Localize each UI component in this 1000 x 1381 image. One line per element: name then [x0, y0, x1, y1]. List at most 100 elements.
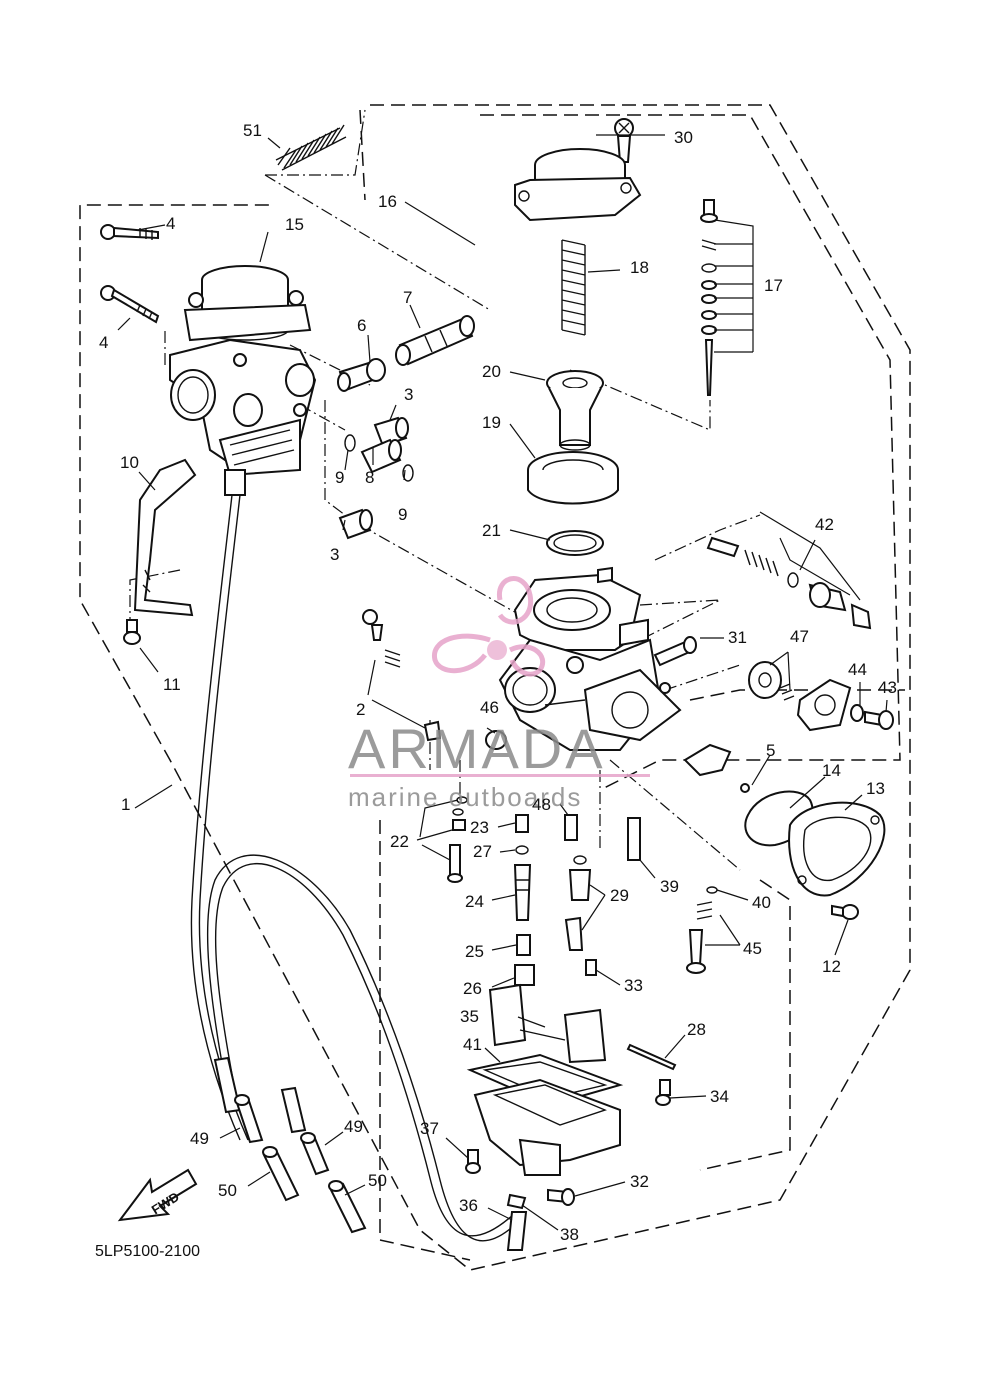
label-part-37: 37 — [420, 1119, 439, 1138]
label-part-47: 47 — [790, 627, 809, 646]
part-25-main-jet — [516, 934, 531, 956]
part-46-nut — [485, 730, 507, 750]
label-part-20: 20 — [482, 362, 501, 381]
part-36-hose — [506, 1211, 528, 1251]
part-51-spring — [275, 124, 347, 171]
label-part-18: 18 — [630, 258, 649, 277]
fwd-arrow: FWD — [117, 1168, 198, 1222]
part-29-float-valve — [564, 855, 592, 951]
watermark-pink-dot — [487, 640, 507, 660]
part-49-fitting-right — [300, 1132, 330, 1176]
label-part-46: 46 — [480, 698, 499, 717]
part-labels: 51 16 4 15 4 7 6 3 9 8 9 10 3 11 2 1 30 … — [99, 121, 897, 1244]
label-part-3-upper: 3 — [404, 385, 413, 404]
part-38-clip — [506, 1193, 527, 1210]
part-15-carburetor-assembly — [169, 265, 317, 496]
part-9-o-rings — [344, 434, 414, 482]
label-part-4-upper: 4 — [166, 214, 175, 233]
label-part-50-right: 50 — [368, 1171, 387, 1190]
part-10-bracket — [133, 458, 197, 617]
label-part-28: 28 — [687, 1020, 706, 1039]
float-bowl — [473, 1078, 621, 1176]
watermark-brand: ARMADA — [348, 717, 606, 780]
part-12-screw — [831, 904, 859, 920]
label-part-38: 38 — [560, 1225, 579, 1244]
label-part-40: 40 — [752, 893, 771, 912]
label-part-25: 25 — [465, 942, 484, 961]
label-part-44: 44 — [848, 660, 867, 679]
part-30-screw — [614, 118, 634, 163]
part-19-diaphragm — [527, 451, 619, 505]
part-37-screw — [465, 1149, 481, 1174]
label-part-10: 10 — [120, 453, 139, 472]
part-33-screw — [585, 959, 597, 976]
label-part-23: 23 — [470, 818, 489, 837]
part-3-cap-upper — [373, 416, 409, 448]
part-44-washer — [850, 704, 864, 722]
label-part-12: 12 — [822, 957, 841, 976]
carburetor-body — [498, 566, 682, 751]
part-34-screw — [655, 1079, 671, 1106]
label-part-51: 51 — [243, 121, 262, 140]
label-part-43: 43 — [878, 678, 897, 697]
part-18-spring — [561, 239, 586, 336]
part-23-jet — [515, 814, 529, 833]
label-part-41: 41 — [463, 1035, 482, 1054]
label-part-35: 35 — [460, 1007, 479, 1026]
label-part-9-right: 9 — [398, 505, 407, 524]
part-49-fitting-left — [234, 1094, 264, 1144]
part-43-screw — [864, 710, 894, 730]
part-24-needle-jet — [513, 864, 532, 921]
label-part-48: 48 — [532, 795, 551, 814]
part-13-cover-plate — [788, 801, 886, 897]
part-50-hose-left — [262, 1146, 300, 1202]
part-47-starter-lever — [748, 661, 852, 732]
label-part-49-left: 49 — [190, 1129, 209, 1148]
label-part-36: 36 — [459, 1196, 478, 1215]
part-8-pipe — [360, 438, 402, 474]
label-part-16: 16 — [378, 192, 397, 211]
part-11-screw — [123, 619, 141, 645]
label-part-11: 11 — [163, 675, 181, 694]
label-part-13: 13 — [866, 779, 885, 798]
watermark-tagline: marine outboards — [348, 782, 582, 812]
label-part-2: 2 — [356, 700, 365, 719]
label-part-7: 7 — [403, 288, 412, 307]
part-50-hose-right — [328, 1180, 367, 1234]
part-3-cap-lower — [338, 508, 373, 540]
label-part-5: 5 — [766, 741, 775, 760]
part-35-float — [488, 983, 607, 1064]
part-2-screw-set — [362, 609, 442, 742]
label-part-22: 22 — [390, 832, 409, 851]
part-39-plug — [627, 817, 641, 861]
part-cover-top — [514, 148, 642, 222]
label-part-34: 34 — [710, 1087, 729, 1106]
label-part-27: 27 — [473, 842, 492, 861]
part-7-joint-pipe — [395, 315, 475, 366]
part-21-o-ring — [546, 530, 604, 556]
part-27-o-ring — [515, 845, 529, 855]
label-part-15: 15 — [285, 215, 304, 234]
watermark-logo: ARMADA marine outboards — [348, 576, 650, 812]
label-part-50-left: 50 — [218, 1181, 237, 1200]
label-part-33: 33 — [624, 976, 643, 995]
label-part-19: 19 — [482, 413, 501, 432]
label-part-29: 29 — [610, 886, 629, 905]
part-45-pilot-screw-set — [686, 901, 713, 974]
diagram-code: 5LP5100-2100 — [95, 1243, 200, 1260]
label-part-6: 6 — [357, 316, 366, 335]
part-4-screws — [100, 224, 160, 324]
part-40-o-ring — [706, 886, 718, 894]
part-20-piston-valve — [546, 370, 604, 451]
label-part-31: 31 — [728, 628, 747, 647]
part-28-pin — [626, 1043, 677, 1071]
leader-lines — [117, 134, 888, 1231]
label-part-3-lower: 3 — [330, 545, 339, 564]
part-32-drain-screw — [547, 1188, 575, 1206]
part-42-starter-set — [706, 536, 872, 630]
label-part-9-left: 9 — [335, 468, 344, 487]
label-part-17: 17 — [764, 276, 783, 295]
label-part-45: 45 — [743, 939, 762, 958]
label-part-30: 30 — [674, 128, 693, 147]
